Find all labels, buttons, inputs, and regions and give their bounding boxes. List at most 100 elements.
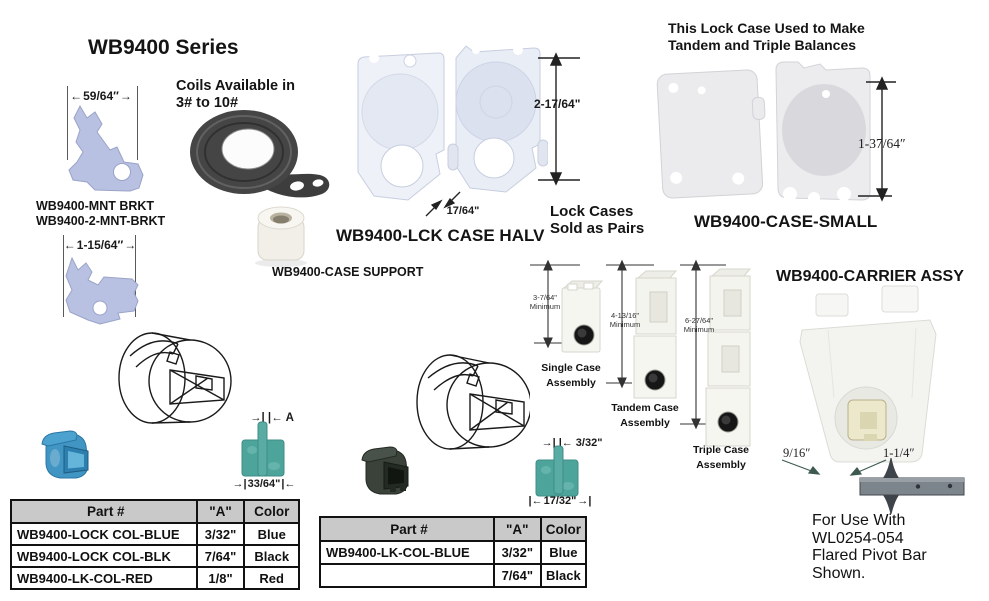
mount-bracket2-image: [65, 256, 139, 325]
tandem-assembly-dim-line: [606, 259, 654, 389]
color-cell: Black: [539, 563, 588, 588]
dim-extension-line: [137, 86, 138, 160]
mount-bracket-label-1: WB9400-MNT BRKT: [36, 199, 155, 213]
triple-min-value: 6-27/64": [684, 316, 714, 325]
single-label-line2: Assembly: [546, 376, 596, 389]
tandem-label-line2: Assembly: [620, 416, 670, 429]
tandem-case-assembly-image: [633, 270, 678, 399]
a-dim-cell: 3/32": [492, 540, 542, 565]
triple-case-assembly-image: [705, 268, 752, 447]
tandem-triple-note: This Lock Case Used to Make Tandem and T…: [668, 20, 865, 53]
lock-collar-table-left: Part # "A" Color WB9400-LOCK COL-BLUE 3/…: [10, 499, 300, 590]
part-number-cell: [319, 563, 495, 588]
tandem-min-dimension: 4-13/16" Minimum: [602, 311, 648, 330]
dim-extension-line: [135, 235, 136, 317]
width-dim-text: 33/64": [247, 478, 281, 490]
bracket1-width-dimension: ←59/64″→: [58, 89, 144, 103]
dim-extension-line: [67, 86, 68, 160]
bracket2-width-dimension: ←1-15/64″→: [52, 238, 148, 252]
table-row: WB9400-LK-COL-RED 1/8" Red: [10, 566, 300, 590]
pinch-arrows-icon: →| |←: [541, 437, 573, 449]
case-small-label: WB9400-CASE-SMALL: [694, 212, 878, 231]
a-dim-text: 3/32": [575, 437, 603, 449]
mount-bracket-label-2: WB9400-2-MNT-BRKT: [36, 214, 166, 228]
arrow-right-icon: →: [124, 238, 137, 252]
single-min-dimension: 3-7/64" Minimum: [522, 293, 568, 312]
color-cell: Blue: [539, 540, 588, 565]
single-min-value: 3-7/64": [533, 293, 557, 302]
pairs-note-line1: Lock Cases: [550, 203, 634, 220]
triple-case-assembly-label: Triple Case Assembly: [688, 443, 754, 472]
carrier-leader-lines: [781, 459, 887, 476]
table-header-color: Color: [243, 499, 300, 524]
collar-mid-width-dimension: |←17/32"→|: [528, 495, 592, 507]
dim-text: 1-15/64″: [76, 238, 124, 252]
table-header-a: "A": [195, 499, 246, 524]
tandem-label-line1: Tandem Case: [611, 402, 679, 414]
triple-min-dimension: 6-27/64" Minimum: [676, 316, 722, 335]
lock-case-height-dim-line: [538, 52, 580, 186]
mount-bracket-labels: WB9400-MNT BRKT WB9400-2-MNT-BRKT: [36, 199, 165, 229]
for-use-note: For Use With WL0254-054 Flared Pivot Bar…: [812, 512, 927, 582]
table-header-part: Part #: [10, 499, 198, 524]
part-number-cell: WB9400-LK-COL-RED: [10, 566, 198, 590]
tandem-note-line2: Tandem and Triple Balances: [668, 36, 857, 53]
tick-out-left-icon: |←: [528, 495, 543, 507]
arrow-left-icon: ←: [63, 238, 76, 252]
lock-collar-table-mid: Part # "A" Color WB9400-LK-COL-BLUE 3/32…: [319, 516, 588, 588]
case-small-height-dimension: 1-37/64″: [858, 136, 906, 151]
page-title: WB9400 Series: [88, 36, 239, 59]
a-dim-text: A: [285, 412, 294, 424]
table-header-part: Part #: [319, 516, 495, 542]
lock-collar-blue-image: [41, 430, 89, 479]
teal-collar-mid-image: [535, 445, 579, 497]
case-support-label: WB9400-CASE SUPPORT: [272, 265, 424, 279]
lock-collar-drawing-left: [118, 332, 232, 424]
teal-collar-left-image: [241, 421, 285, 477]
color-cell: Blue: [243, 522, 300, 546]
part-number-cell: WB9400-LOCK COL-BLUE: [10, 522, 198, 546]
part-number-cell: WB9400-LK-COL-BLUE: [319, 540, 495, 565]
for-use-line4: Shown.: [812, 564, 866, 582]
arrow-left-icon: ←: [70, 89, 83, 103]
coils-note-line1: Coils Available in: [176, 78, 295, 94]
lock-collar-drawing-mid: [416, 354, 530, 450]
lock-case-height-dimension: 2-17/64": [534, 97, 581, 111]
table-row: WB9400-LOCK COL-BLUE 3/32" Blue: [10, 522, 300, 546]
color-cell: Red: [243, 566, 300, 590]
carrier-image: [799, 285, 937, 463]
case-assemblies-image: [530, 259, 752, 447]
lock-case-thickness-dim-arrows: [425, 191, 461, 217]
a-dim-cell: 7/64": [195, 544, 246, 568]
dim-text: 59/64″: [83, 89, 119, 103]
single-case-assembly-label: Single Case Assembly: [538, 361, 604, 390]
single-assembly-dim-line: [530, 259, 580, 349]
tandem-min-value: 4-13/16": [610, 311, 640, 320]
case-small-height-dim-line: [858, 76, 896, 202]
tick-in-right-icon: →|: [232, 478, 247, 490]
table-row: WB9400-LOCK COL-BLK 7/64" Black: [10, 544, 300, 568]
triple-label-line2: Assembly: [696, 458, 746, 471]
table-row: 7/64" Black: [319, 563, 588, 588]
coils-note-line2: 3# to 10#: [176, 94, 239, 111]
triple-min-word: Minimum: [683, 325, 715, 335]
tandem-case-assembly-label: Tandem Case Assembly: [608, 401, 682, 430]
width-dim-text: 17/32": [543, 495, 577, 507]
pinch-arrows-icon: →| |←: [250, 412, 283, 424]
carrier-label: WB9400-CARRIER ASSY: [776, 268, 964, 285]
lock-case-thickness-dimension: 17/64": [446, 205, 480, 217]
carrier-width-dimension: 1-1/4″: [883, 446, 915, 460]
tandem-note-line1: This Lock Case Used to Make: [668, 20, 865, 36]
case-small-image: [656, 61, 871, 204]
lock-case-halves-label: WB9400-LCK CASE HALV: [336, 226, 545, 245]
lock-case-halves-image: [357, 45, 548, 201]
part-number-cell: WB9400-LOCK COL-BLK: [10, 544, 198, 568]
tick-in-left-icon: |←: [281, 478, 296, 490]
table-header-color: Color: [539, 516, 588, 542]
lock-collar-dark-image: [361, 446, 409, 495]
triple-label-line1: Triple Case: [692, 444, 750, 456]
mount-bracket-image: [68, 104, 144, 192]
single-case-assembly-image: [561, 280, 604, 353]
collar-width-dimension: →|33/64"|←: [232, 478, 296, 490]
